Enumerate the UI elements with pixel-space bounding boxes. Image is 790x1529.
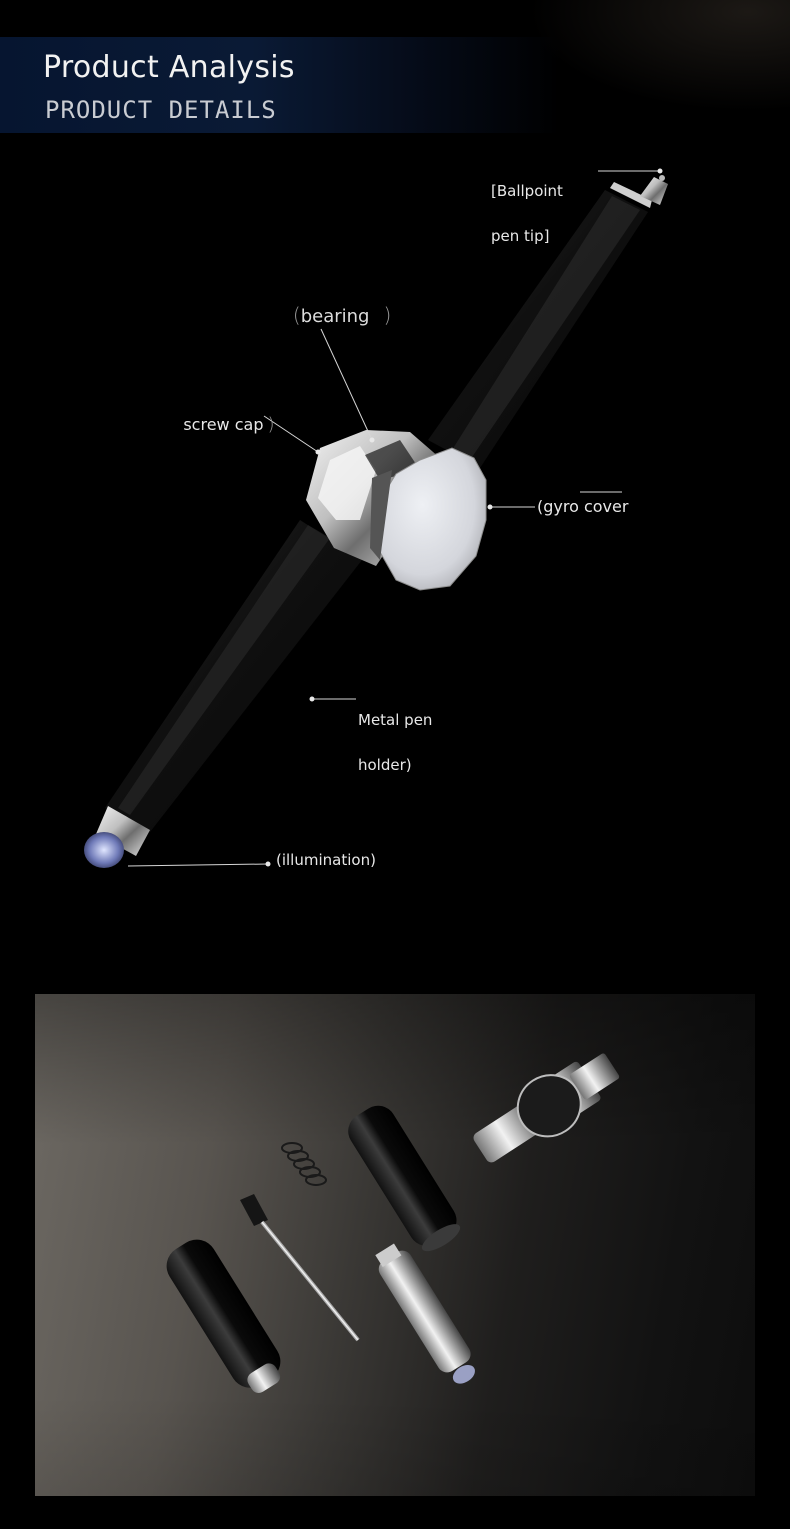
gyro-core-part xyxy=(473,1053,620,1163)
callout-bearing: (bearing) xyxy=(270,293,391,339)
callout-screw-cap: screw cap) xyxy=(163,402,275,447)
callout-holder-line1: Metal pen xyxy=(358,711,433,729)
photo-shade xyxy=(35,994,755,1496)
upper-barrel-part xyxy=(348,1105,461,1252)
lower-barrel xyxy=(105,520,362,832)
gyro-cover-disc xyxy=(370,447,487,591)
callout-metal-pen-holder: Metal pen holder) xyxy=(358,683,432,803)
callout-holder-line2: holder) xyxy=(358,756,412,774)
pen-illustration xyxy=(84,168,668,868)
callout-ballpoint-tip: [Ballpoint pen tip] xyxy=(491,154,563,274)
callout-ballpoint-line1: [Ballpoint xyxy=(491,182,563,200)
parts-photo xyxy=(35,994,755,1496)
callout-illumination: (illumination) xyxy=(276,851,376,869)
callout-bearing-text: bearing xyxy=(300,306,370,327)
page-title: Product Analysis xyxy=(43,50,295,85)
pen-diagram: [Ballpoint pen tip] (bearing) screw cap)… xyxy=(0,140,790,960)
header-band xyxy=(0,37,560,133)
paren-left: ( xyxy=(292,303,301,327)
callout-gyro-cover: (gyro cover xyxy=(537,497,629,516)
callout-screw-cap-text: screw cap xyxy=(183,415,264,434)
callout-ballpoint-line2: pen tip] xyxy=(491,227,550,245)
led-tip xyxy=(84,806,150,868)
paren-right: ) xyxy=(267,414,275,435)
upper-barrel xyxy=(428,182,652,468)
ink-refill-part xyxy=(240,1194,360,1342)
page-subtitle: PRODUCT DETAILS xyxy=(45,96,277,124)
paren-right: ) xyxy=(383,303,392,327)
ballpoint-tip xyxy=(640,175,668,205)
led-module-part xyxy=(375,1243,475,1384)
lower-barrel-part xyxy=(166,1239,281,1393)
parts-illustration xyxy=(166,1053,620,1393)
spring-part xyxy=(281,1142,327,1186)
